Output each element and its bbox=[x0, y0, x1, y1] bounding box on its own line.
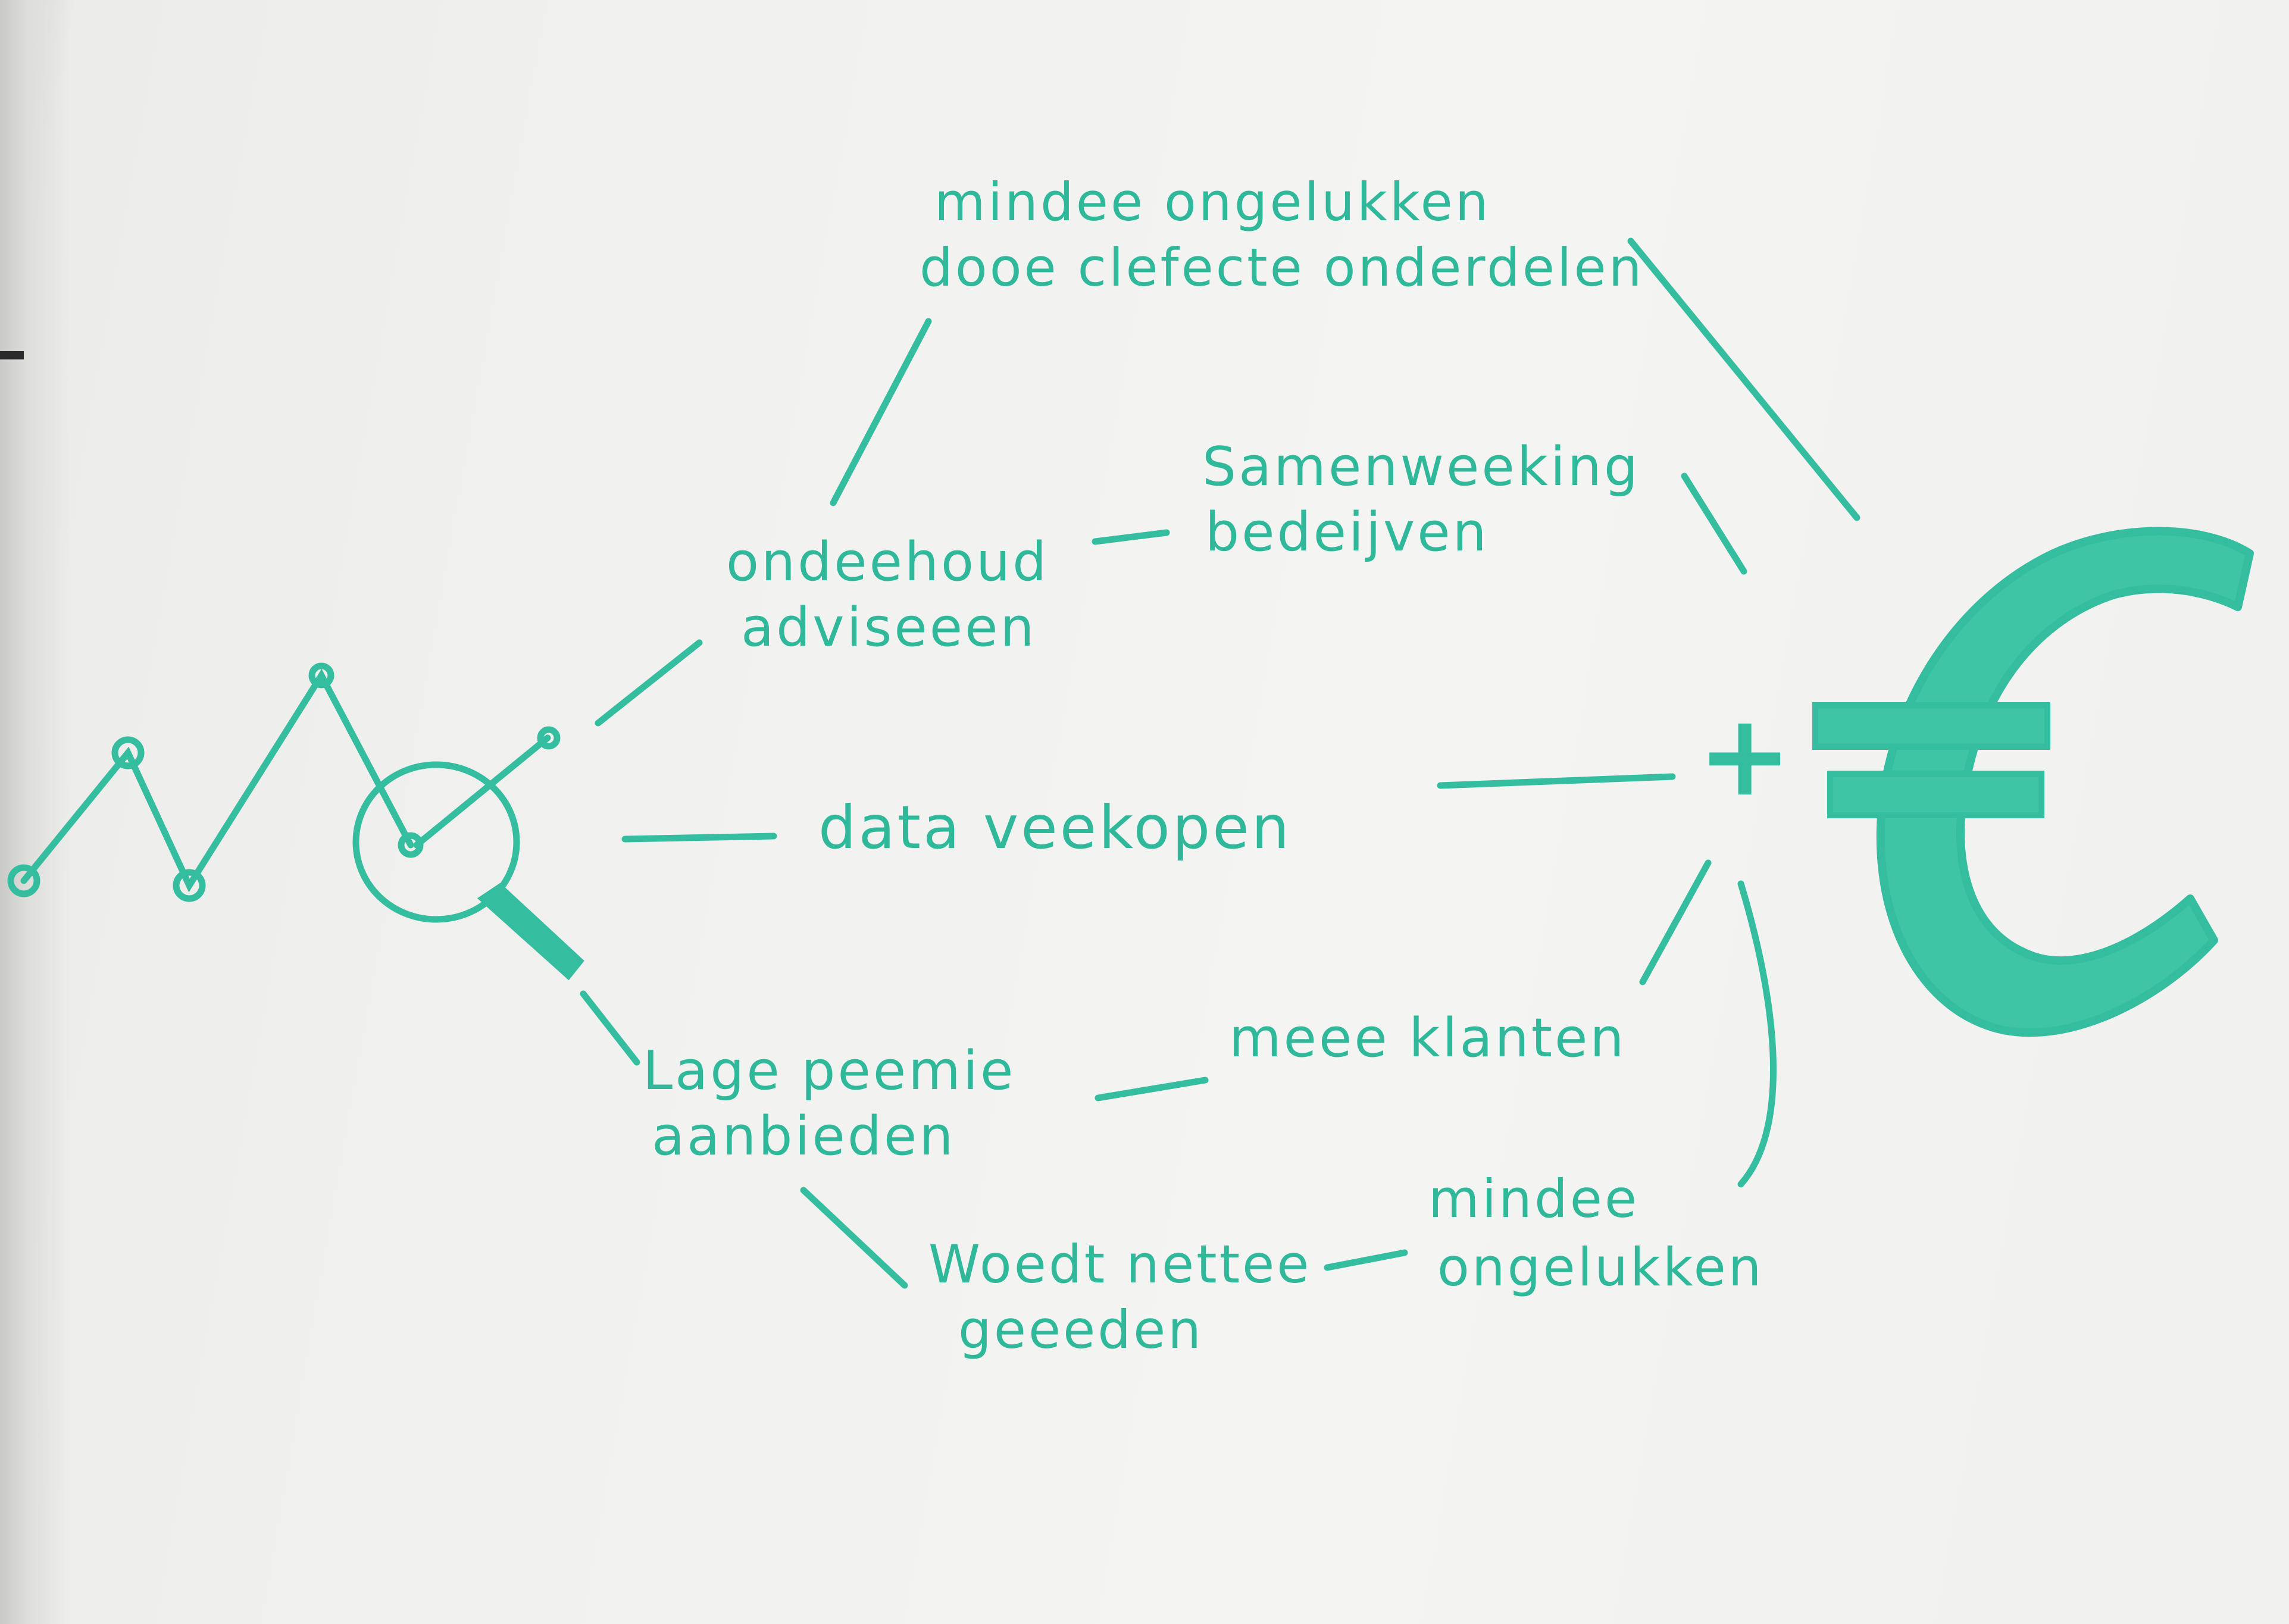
node-label: geeeden bbox=[958, 1299, 1203, 1360]
connector bbox=[1324, 1249, 1408, 1271]
chart-point bbox=[111, 736, 145, 769]
connector bbox=[1639, 859, 1712, 985]
chart-point bbox=[173, 869, 206, 902]
connector bbox=[1627, 237, 1860, 521]
connector bbox=[621, 833, 777, 843]
connector bbox=[595, 639, 703, 727]
node-label: Woedt nettee bbox=[928, 1234, 1311, 1295]
connector bbox=[1737, 880, 1777, 1188]
connector-lines bbox=[580, 237, 1860, 1289]
chart-point bbox=[7, 864, 40, 897]
node-label: mindee ongelukken bbox=[934, 171, 1491, 233]
node-meer-klanten: meee klanten bbox=[1229, 1007, 1626, 1069]
node-minder-ongelukken-defect: mindee ongelukken dooe clefecte onderdel… bbox=[920, 171, 1644, 298]
node-label: ondeehoud bbox=[726, 531, 1049, 593]
plus-sign: + bbox=[1697, 690, 1792, 821]
connector bbox=[1437, 773, 1676, 789]
node-label: ongelukken bbox=[1437, 1237, 1764, 1298]
node-label: bedeijven bbox=[1205, 501, 1489, 564]
node-label: adviseeen bbox=[741, 596, 1037, 659]
node-label: data veekopen bbox=[818, 793, 1292, 862]
node-label: Samenweeking bbox=[1202, 436, 1640, 498]
table-gap bbox=[0, 351, 24, 359]
node-label: Lage peemie bbox=[643, 1040, 1015, 1102]
connector bbox=[580, 990, 640, 1066]
chart-point bbox=[308, 662, 334, 689]
connector bbox=[1095, 1077, 1209, 1102]
node-lage-premie: Lage peemie aanbieden bbox=[643, 1040, 1015, 1168]
euro-icon bbox=[1812, 527, 2254, 1037]
node-samenwerking: Samenweeking bedeijven bbox=[1202, 436, 1640, 564]
euro-bar-bottom bbox=[1827, 771, 2044, 818]
paper-edge bbox=[0, 0, 71, 1624]
node-onderhoud-adviseren: ondeehoud adviseeen bbox=[726, 531, 1049, 659]
connector bbox=[830, 318, 932, 506]
node-minder-ongelukken: mindee ongelukken bbox=[1428, 1168, 1764, 1298]
node-label: aanbieden bbox=[652, 1105, 955, 1168]
connector bbox=[1681, 473, 1747, 575]
node-label: meee klanten bbox=[1229, 1007, 1626, 1069]
node-label: dooe clefecte onderdelen bbox=[920, 237, 1644, 298]
plus-icon: + bbox=[1697, 690, 1792, 821]
node-wordt-netter: Woedt nettee geeeden bbox=[928, 1234, 1311, 1360]
connector bbox=[1092, 529, 1170, 545]
node-label: mindee bbox=[1428, 1168, 1639, 1229]
line-chart-icon bbox=[7, 662, 424, 902]
magnifying-glass-icon bbox=[352, 726, 584, 981]
euro-bar-top bbox=[1812, 702, 2050, 750]
connector bbox=[800, 1187, 908, 1289]
node-data-verkopen: data veekopen bbox=[818, 793, 1292, 862]
